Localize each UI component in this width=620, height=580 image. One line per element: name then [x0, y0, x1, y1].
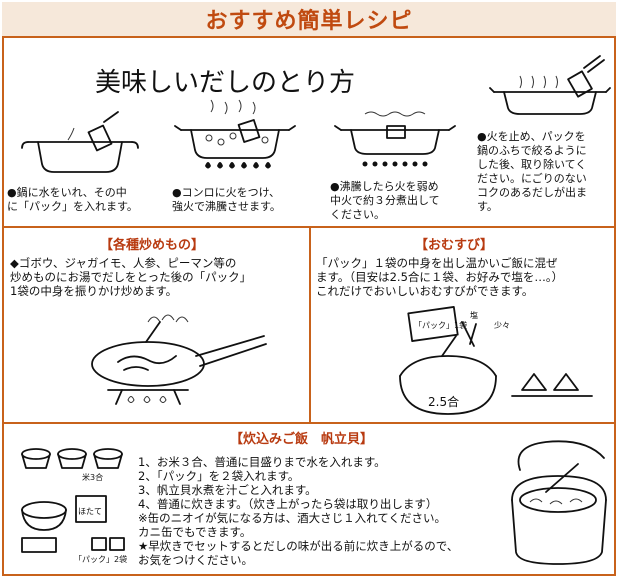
takikomi-step: 2、「パック」を２袋入れます。	[138, 469, 300, 483]
rice-cups-illustration: 米3合 ほたて 「パック」2袋	[21, 448, 127, 564]
takikomi-steps: 1、お米３合、普通に目盛りまで水を入れます。 2、「パック」を２袋入れます。 3…	[138, 455, 518, 511]
salt-label: 塩	[470, 310, 478, 320]
hotate-label: ほたて	[78, 507, 102, 516]
takikomi-note: ★早炊きでセットするとだしの味が出る前に炊き上がるので、	[138, 539, 459, 553]
takikomi-step: 1、お米３合、普通に目盛りまで水を入れます。	[138, 455, 386, 469]
takikomi-note: お気をつけください。	[138, 553, 253, 567]
stirfry-title: 【各種炒めもの】	[100, 238, 205, 253]
pot-boiling-illustration	[174, 99, 296, 169]
pot-simmering-illustration	[334, 111, 456, 167]
omusubi-text: 「パック」１袋の中身を出し温かいご飯に混ぜます。（目安は2.5合に１袋、お好みで…	[316, 256, 564, 298]
pot-with-pack-illustration	[21, 111, 139, 173]
pack-label: 「パック」1袋	[414, 320, 467, 330]
pot-squeeze-illustration	[489, 55, 611, 115]
dashi-step-1: ●鍋に水をいれ、その中に「パック」を入れます。	[7, 186, 138, 213]
takikomi-step: 4、普通に炊きます。（炊き上がったら袋は取り出します）	[138, 497, 438, 511]
rice-cups-label: 米3合	[82, 472, 103, 482]
dashi-step-3: ●沸騰したら火を弱め中火で約３分煮出してください。	[330, 180, 440, 221]
dashi-step-4: ●火を止め、パックを鍋のふちで絞るようにした後、取り除いてください。にごりのない…	[477, 130, 587, 213]
omusubi-title: 【おむすび】	[415, 238, 494, 253]
takikomi-note: ※缶のニオイが気になる方は、酒大さじ１入れてください。	[138, 511, 446, 525]
rice-bowl-illustration: 「パック」1袋 塩 少々 2.5合	[399, 306, 593, 415]
page-title: おすすめ簡単レシピ	[205, 9, 413, 34]
stirfry-text: ◆ゴボウ、ジャガイモ、人参、ピーマン等の炒めものにお湯でだしをとった後の「パック…	[10, 256, 252, 298]
takikomi-title: 【炊込みご飯 帆立貝】	[230, 432, 374, 447]
takikomi-step: 3、帆立貝水煮を汁ごと入れます。	[138, 483, 317, 497]
divider-middle-bottom	[2, 422, 616, 424]
frying-pan-illustration	[91, 314, 267, 405]
pack-2-label: 「パック」2袋	[74, 554, 127, 564]
dashi-step-2: ●コンロに火をつけ、強火で沸騰させます。	[172, 186, 281, 213]
takikomi-note: カニ缶でもできます。	[138, 525, 252, 539]
rice-amount-label: 2.5合	[428, 394, 459, 409]
divider-vertical	[309, 227, 311, 422]
little-label: 少々	[494, 321, 510, 330]
takikomi-notes: ※缶のニオイが気になる方は、酒大さじ１入れてください。 カニ缶でもできます。 ★…	[138, 511, 458, 567]
header-banner: おすすめ簡単レシピ	[2, 2, 616, 38]
rice-cooker-illustration	[511, 440, 607, 565]
dashi-title: 美味しいだしのとり方	[95, 68, 356, 98]
